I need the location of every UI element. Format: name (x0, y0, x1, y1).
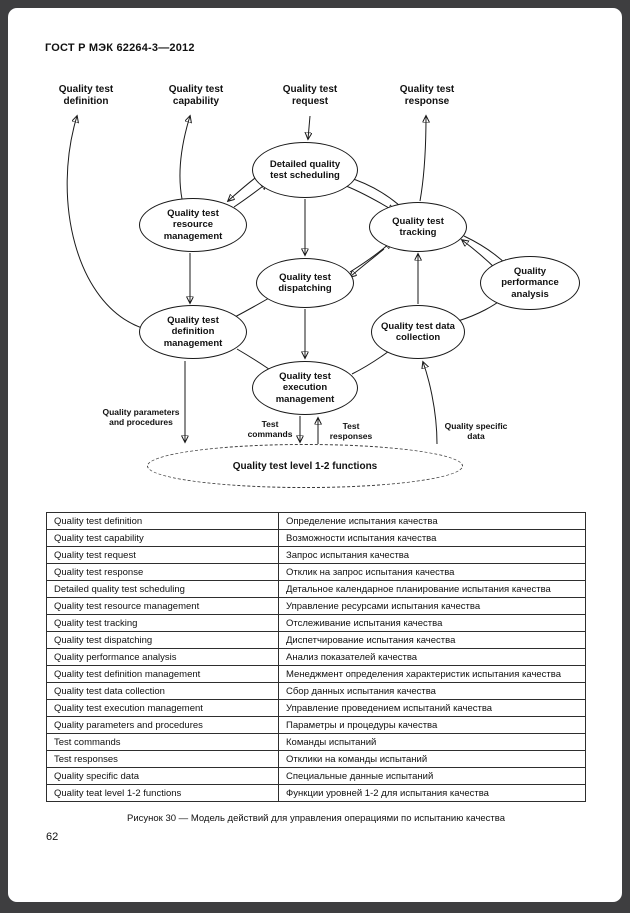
level-1-2-functions-ellipse: Quality test level 1-2 functions (147, 444, 463, 488)
term-en: Quality test response (46, 563, 279, 581)
node-quality-test-dispatching: Quality test dispatching (256, 258, 354, 308)
top-label-quality-test-response: Quality test response (399, 84, 455, 107)
term-en: Quality test request (46, 546, 279, 564)
document-page: ГОСТ Р МЭК 62264-3—2012 (8, 8, 622, 902)
table-row: Quality test resource management Управле… (46, 597, 586, 615)
table-row: Quality test dispatching Диспетчирование… (46, 631, 586, 649)
table-row: Quality teat level 1-2 functions Функции… (46, 784, 586, 802)
table-row: Quality test tracking Отслеживание испыт… (46, 614, 586, 632)
term-en: Quality test tracking (46, 614, 279, 632)
term-ru: Параметры и процедуры качества (278, 716, 586, 734)
term-en: Quality specific data (46, 767, 279, 785)
table-row: Quality test response Отклик на запрос и… (46, 563, 586, 581)
term-ru: Отслеживание испытания качества (278, 614, 586, 632)
node-quality-test-data-collection: Quality test data collection (371, 305, 465, 359)
table-row: Quality test capability Возможности испы… (46, 529, 586, 547)
top-label-quality-test-capability: Quality test capability (168, 84, 224, 107)
table-row: Quality test execution management Управл… (46, 699, 586, 717)
table-row: Detailed quality test scheduling Детальн… (46, 580, 586, 598)
term-ru: Отклики на команды испытаний (278, 750, 586, 768)
table-row: Quality performance analysis Анализ пока… (46, 648, 586, 666)
table-row: Quality test data collection Сбор данных… (46, 682, 586, 700)
top-label-quality-test-request: Quality test request (282, 84, 338, 107)
term-ru: Запрос испытания качества (278, 546, 586, 564)
term-en: Test responses (46, 750, 279, 768)
table-row: Quality specific data Специальные данные… (46, 767, 586, 785)
term-en: Quality test execution management (46, 699, 279, 717)
table-row: Quality test definition management Менед… (46, 665, 586, 683)
doc-header: ГОСТ Р МЭК 62264-3—2012 (45, 42, 195, 54)
term-ru: Анализ показателей качества (278, 648, 586, 666)
term-ru: Возможности испытания качества (278, 529, 586, 547)
term-ru: Менеджмент определения характеристик исп… (278, 665, 586, 683)
table-row: Test responses Отклики на команды испыта… (46, 750, 586, 768)
term-en: Quality test data collection (46, 682, 279, 700)
term-en: Quality parameters and procedures (46, 716, 279, 734)
node-quality-test-resource-management: Quality test resource management (139, 198, 247, 252)
node-quality-test-execution-management: Quality test execution management (252, 361, 358, 415)
table-row: Quality test definition Определение испы… (46, 512, 586, 530)
node-detailed-quality-test-scheduling: Detailed quality test scheduling (252, 142, 358, 198)
node-quality-performance-analysis: Quality performance analysis (480, 256, 580, 310)
term-ru: Функции уровней 1-2 для испытания качест… (278, 784, 586, 802)
term-en: Quality test dispatching (46, 631, 279, 649)
term-ru: Сбор данных испытания качества (278, 682, 586, 700)
node-quality-test-tracking: Quality test tracking (369, 202, 467, 252)
term-en: Quality test definition (46, 512, 279, 530)
term-ru: Специальные данные испытаний (278, 767, 586, 785)
term-ru: Управление ресурсами испытания качества (278, 597, 586, 615)
page-number: 62 (46, 831, 59, 843)
flow-label-quality-specific-data: Quality specific data (444, 421, 508, 441)
term-en: Quality teat level 1-2 functions (46, 784, 279, 802)
translation-table: Quality test definition Определение испы… (46, 512, 586, 802)
flow-label-quality-parameters-and-procedures: Quality parameters and procedures (102, 407, 180, 427)
node-quality-test-definition-management: Quality test definition management (139, 305, 247, 359)
table-row: Quality test request Запрос испытания ка… (46, 546, 586, 564)
term-en: Quality performance analysis (46, 648, 279, 666)
table-row: Quality parameters and procedures Параме… (46, 716, 586, 734)
top-label-quality-test-definition: Quality test definition (58, 84, 114, 107)
flow-label-test-commands: Test commands (247, 419, 293, 439)
term-ru: Команды испытаний (278, 733, 586, 751)
term-en: Quality test capability (46, 529, 279, 547)
term-ru: Диспетчирование испытания качества (278, 631, 586, 649)
term-ru: Отклик на запрос испытания качества (278, 563, 586, 581)
table-row: Test commands Команды испытаний (46, 733, 586, 751)
flow-label-test-responses: Test responses (329, 421, 373, 441)
term-ru: Определение испытания качества (278, 512, 586, 530)
term-en: Detailed quality test scheduling (46, 580, 279, 598)
term-ru: Управление проведением испытаний качеств… (278, 699, 586, 717)
figure-caption: Рисунок 30 — Модель действий для управле… (127, 813, 505, 824)
term-en: Test commands (46, 733, 279, 751)
term-en: Quality test resource management (46, 597, 279, 615)
term-en: Quality test definition management (46, 665, 279, 683)
term-ru: Детальное календарное планирование испыт… (278, 580, 586, 598)
activity-model-diagram: Quality test definition Quality test cap… (30, 78, 605, 510)
